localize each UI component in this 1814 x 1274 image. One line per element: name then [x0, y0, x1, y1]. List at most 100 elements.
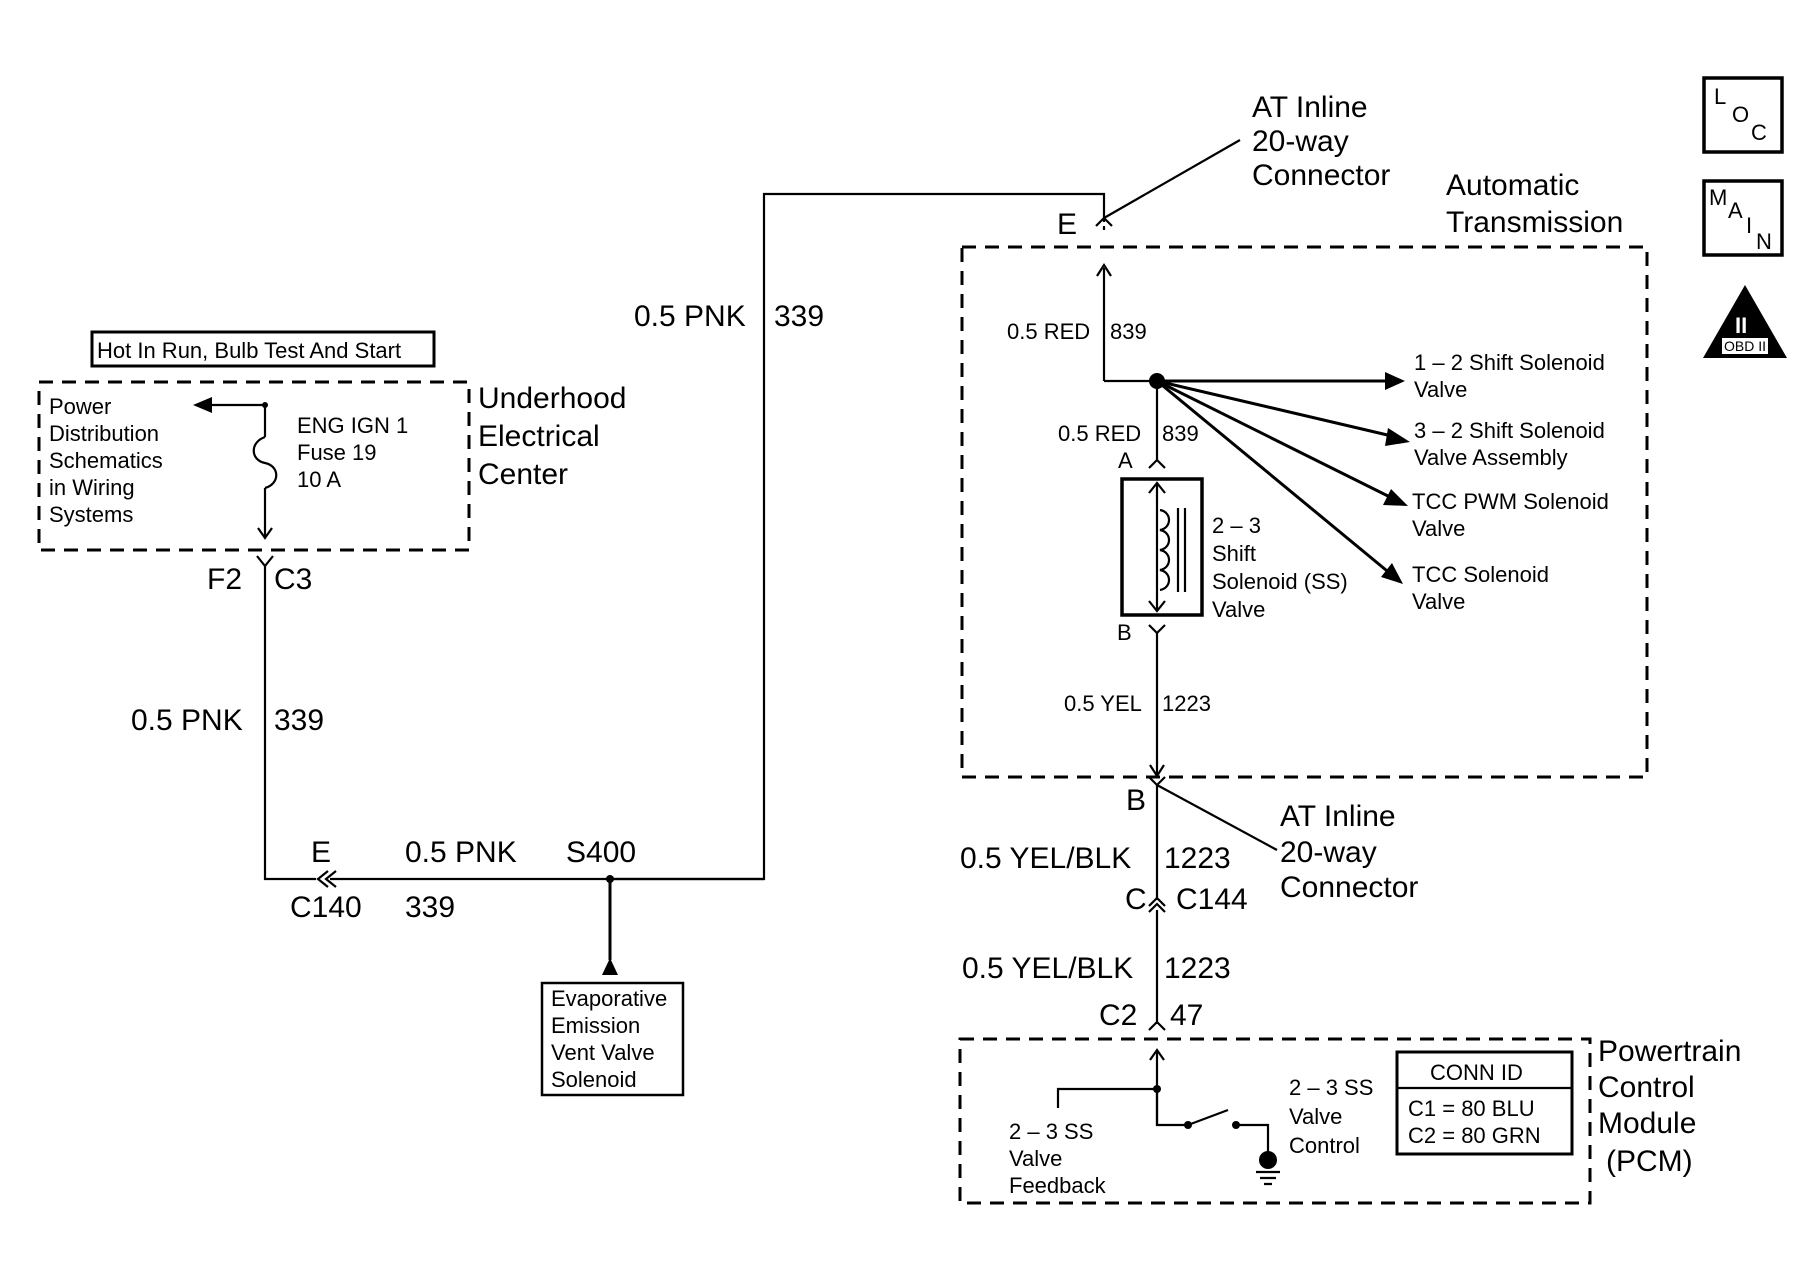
- pin-47-label: 47: [1170, 999, 1203, 1032]
- obd-ii-icon[interactable]: II OBD II: [1703, 285, 1787, 358]
- feedback-line1: 2 – 3 SS: [1009, 1119, 1093, 1144]
- f2-label: F2: [207, 563, 242, 596]
- evap-line2: Emission: [551, 1013, 640, 1038]
- wire-pnk-339-top: [610, 192, 1106, 881]
- s400-label: S400: [566, 836, 636, 869]
- yelblk-upper-color: 0.5 YEL/BLK: [960, 842, 1131, 875]
- ss-valve-line4: Valve: [1212, 597, 1265, 622]
- at-inline-bottom-line1: AT Inline: [1280, 800, 1396, 833]
- conn-c-label: C: [1125, 883, 1147, 916]
- top-wire-circuit: 339: [774, 300, 824, 333]
- evap-line3: Vent Valve: [551, 1040, 655, 1065]
- yel-color: 0.5 YEL: [1064, 691, 1142, 716]
- yelblk-lower-color: 0.5 YEL/BLK: [962, 952, 1133, 985]
- branch-32-arrow-icon: [1385, 428, 1410, 446]
- power-dist-line2: Distribution: [49, 421, 159, 446]
- fuse-line3: 10 A: [297, 467, 341, 492]
- evap-line1: Evaporative: [551, 986, 667, 1011]
- c3-label: C3: [274, 563, 312, 596]
- ground-wire: [1236, 1123, 1270, 1158]
- c144-label: C144: [1176, 883, 1248, 916]
- feedback-line3: Feedback: [1009, 1173, 1107, 1198]
- shift-32-line1: 3 – 2 Shift Solenoid: [1414, 418, 1605, 443]
- underhood-line2: Electrical: [478, 420, 600, 453]
- s400-splice-dot: [606, 875, 614, 883]
- switch-blade-icon: [1187, 1108, 1229, 1127]
- c2-label: C2: [1099, 999, 1137, 1032]
- svg-text:A: A: [1728, 198, 1743, 223]
- svg-text:OBD II: OBD II: [1724, 338, 1766, 354]
- at-inline-bottom-line2: 20-way: [1280, 836, 1377, 869]
- branch-tcc-pwm: [1156, 379, 1397, 502]
- fuse-line1: ENG IGN 1: [297, 413, 408, 438]
- svg-text:I: I: [1746, 213, 1752, 238]
- evap-solenoid-box: [540, 981, 685, 1097]
- conn-id-c1: C1 = 80 BLU: [1408, 1096, 1535, 1121]
- at-inline-bottom-line3: Connector: [1280, 871, 1418, 904]
- at-inline-top-leader: [1103, 139, 1241, 219]
- branch-tcc: [1156, 379, 1393, 577]
- tcc-pwm-line1: TCC PWM Solenoid: [1412, 489, 1609, 514]
- ss-valve-box: [1120, 477, 1204, 617]
- at-inline-top-line2: 20-way: [1252, 125, 1349, 158]
- evap-arrow-icon: [602, 958, 618, 975]
- branch-tcc-pwm-arrow-icon: [1383, 489, 1408, 506]
- c140-connector-icon: [316, 870, 337, 888]
- ss-valve-line1: 2 – 3: [1212, 513, 1261, 538]
- c144-connector-icon: [1148, 896, 1166, 913]
- c2-connector-icon: [1148, 1020, 1166, 1031]
- at-inline-bottom-leader: [1156, 784, 1278, 851]
- control-line3: Control: [1289, 1133, 1360, 1158]
- ss-arrow-up-icon: [1148, 481, 1166, 494]
- yelblk-upper-circuit: 1223: [1164, 842, 1231, 875]
- yelblk-lower-circuit: 1223: [1164, 952, 1231, 985]
- pcm-line3: Module: [1598, 1107, 1696, 1140]
- ground-dot: [1259, 1151, 1277, 1169]
- pcm-line2: Control: [1598, 1071, 1695, 1104]
- pcm-line1: Powertrain: [1598, 1035, 1741, 1068]
- pcm-line4: (PCM): [1606, 1145, 1693, 1178]
- shift-12-line1: 1 – 2 Shift Solenoid: [1414, 350, 1605, 375]
- hot-in-run-box: [90, 330, 436, 368]
- red-839-arrow-icon: [1096, 262, 1112, 277]
- underhood-electrical-center: [37, 380, 471, 552]
- red-839-lower-color: 0.5 RED: [1058, 421, 1141, 446]
- f2-c3-connector-icon: [256, 555, 274, 568]
- hot-in-run-label: Hot In Run, Bulb Test And Start: [97, 338, 401, 363]
- at-inline-top-line3: Connector: [1252, 159, 1390, 192]
- main-icon[interactable]: M A I N: [1702, 179, 1784, 257]
- wire-pnk-339-left: [263, 566, 316, 881]
- conn-id-c2: C2 = 80 GRN: [1408, 1123, 1541, 1148]
- fuse-line2: Fuse 19: [297, 440, 377, 465]
- branch-32-shift: [1156, 379, 1397, 439]
- conn-b-label: B: [1126, 784, 1146, 817]
- tcc-line1: TCC Solenoid: [1412, 562, 1549, 587]
- power-dist-line1: Power: [49, 394, 111, 419]
- pin-a-connector-icon: [1148, 458, 1166, 469]
- pcm-arrow-icon: [1149, 1048, 1165, 1061]
- loc-icon[interactable]: L O C: [1702, 76, 1784, 154]
- evap-line4: Solenoid: [551, 1067, 637, 1092]
- underhood-line3: Center: [478, 458, 568, 491]
- svg-text:M: M: [1709, 185, 1727, 210]
- svg-text:II: II: [1735, 313, 1747, 338]
- pin-b-label: B: [1117, 620, 1132, 645]
- svg-text:O: O: [1732, 102, 1749, 127]
- svg-text:C: C: [1751, 120, 1767, 145]
- left-wire-color: 0.5 PNK: [131, 704, 243, 737]
- feedback-wire: [1056, 1087, 1157, 1108]
- conn-e-left-label: E: [311, 836, 331, 869]
- power-dist-line3: Schematics: [49, 448, 163, 473]
- pin-a-label: A: [1118, 448, 1133, 473]
- bottom-wire-circuit: 339: [405, 891, 455, 924]
- svg-text:L: L: [1714, 84, 1726, 109]
- power-dist-line4: in Wiring: [49, 475, 135, 500]
- underhood-line1: Underhood: [478, 382, 626, 415]
- shift-32-line2: Valve Assembly: [1414, 445, 1568, 470]
- conn-id-title: CONN ID: [1430, 1060, 1523, 1085]
- solenoid-coil-icon: [1159, 508, 1171, 592]
- left-wire-circuit: 339: [274, 704, 324, 737]
- tcc-pwm-line2: Valve: [1412, 516, 1465, 541]
- ss-valve-line3: Solenoid (SS): [1212, 569, 1348, 594]
- conn-e-top-label: E: [1057, 208, 1077, 241]
